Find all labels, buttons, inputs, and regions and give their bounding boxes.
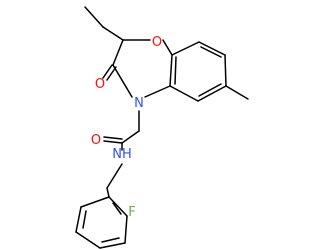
- amide-co-bond: [103, 140, 123, 144]
- benzene-bond: [224, 54, 227, 87]
- aryl-bond: [99, 242, 126, 249]
- carbonyl-bond: [102, 64, 113, 79]
- benzene-bond: [171, 41, 200, 56]
- aryl-bond: [124, 215, 128, 244]
- carbonyl-bond: [106, 66, 117, 81]
- amide-co-bond: [103, 136, 123, 140]
- benzene-bond: [198, 41, 226, 56]
- aryl-bond: [75, 206, 82, 233]
- aryl-inner-bond: [112, 202, 122, 215]
- ring-c-n-bond: [112, 64, 133, 98]
- ethyl-bond: [102, 26, 124, 41]
- aryl-inner-bond: [82, 210, 87, 229]
- amide-nh-label: NH: [112, 147, 132, 162]
- aryl-inner-bond: [101, 237, 120, 243]
- amide-oxygen-label: O: [91, 133, 101, 148]
- benzene-inner-bond: [174, 56, 177, 85]
- nh-ch2-bond: [106, 163, 123, 189]
- structure-diagram: O O N O NH F: [75, 6, 249, 249]
- atom-labels: O O N O NH F: [91, 35, 162, 220]
- ring-n-c-bond: [144, 85, 171, 98]
- ethyl-bond: [84, 6, 104, 28]
- benzyl-bond: [106, 187, 110, 198]
- benzene-inner-bond: [200, 46, 222, 58]
- benzene-inner-bond: [198, 83, 222, 97]
- ring-c-c-bond: [112, 39, 124, 66]
- ring-oxygen-label: O: [152, 35, 162, 50]
- aryl-bond: [108, 196, 128, 217]
- ring-nitrogen-label: N: [134, 96, 144, 111]
- fluorine-label: F: [128, 205, 135, 220]
- ring-carbonyl-oxygen-label: O: [95, 77, 105, 92]
- aryl-bond: [75, 231, 101, 249]
- benzene-bond: [169, 85, 199, 102]
- ring-o-c-bond: [162, 39, 173, 56]
- benzene-bond: [197, 85, 227, 102]
- aryl-bond: [80, 196, 110, 208]
- fusion-bond: [169, 54, 173, 87]
- methyl-bond: [225, 85, 249, 100]
- bond-lines: [75, 6, 249, 249]
- ch2-c-bond: [121, 130, 140, 144]
